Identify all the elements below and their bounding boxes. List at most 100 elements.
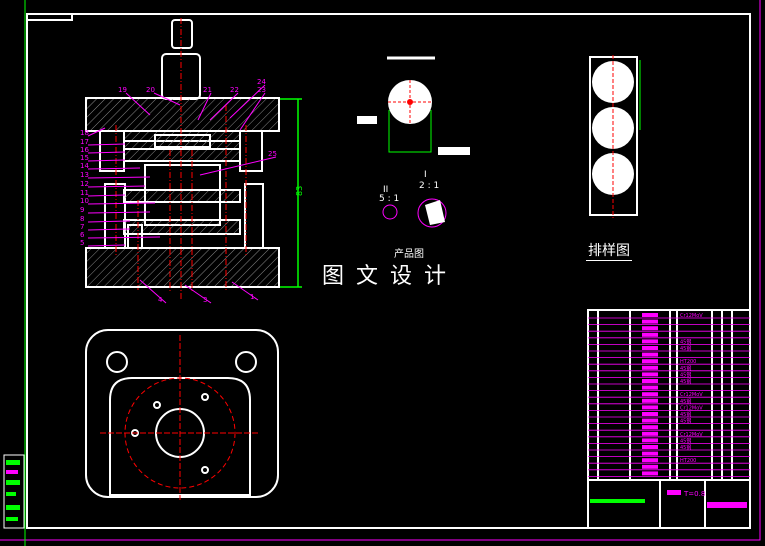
shank-top <box>171 19 193 49</box>
leader-line <box>197 92 212 121</box>
leader-line <box>87 151 126 154</box>
die-plate <box>123 189 241 203</box>
leader-line <box>139 279 167 304</box>
left-strip <box>3 454 25 529</box>
bom-row-name <box>642 332 658 337</box>
part-label: 23 <box>257 86 266 94</box>
detail-1-label: I <box>424 170 427 180</box>
lower-plate <box>123 219 241 235</box>
part-label: 25 <box>268 150 277 158</box>
punch-holder <box>154 134 211 148</box>
bom-row-material: 45钢 <box>680 338 691 345</box>
part-label: 4 <box>158 296 163 304</box>
bom-row-name <box>642 372 658 377</box>
drawing-frame <box>26 13 751 529</box>
leader-line <box>87 159 126 162</box>
bom-row-name <box>642 458 658 463</box>
detail-2-label: II <box>383 185 388 195</box>
leader-line <box>87 176 151 179</box>
bom-row-name <box>642 412 658 416</box>
part-label: 24 <box>257 78 266 86</box>
leader-line <box>87 228 131 231</box>
leader-line <box>87 127 106 137</box>
product-view-title: 产品图 <box>394 247 424 260</box>
upper-die-base <box>85 97 280 132</box>
bom-row-name <box>642 445 658 449</box>
part-label: 17 <box>80 138 89 146</box>
guide-hole-left <box>106 351 128 373</box>
bom-row-name <box>642 398 658 403</box>
lower-base-outline <box>85 329 279 498</box>
leader-line <box>125 92 151 116</box>
bom-row-material: 45钢 <box>680 418 691 425</box>
bom-row-name <box>642 385 658 390</box>
leader-line <box>87 244 126 247</box>
bom-row-name <box>642 464 658 469</box>
leader-line <box>209 92 239 121</box>
leader-line <box>87 236 161 239</box>
product-view <box>357 56 470 228</box>
part-label: 13 <box>80 171 89 179</box>
centerlines <box>115 18 247 300</box>
thickness-value: T=0.8 <box>683 490 705 498</box>
part-label: 18 <box>80 129 89 137</box>
part-label: 3 <box>203 296 207 304</box>
bom-row-material: 45钢 <box>680 365 691 372</box>
bom-row-material: 45钢 <box>680 378 691 385</box>
bom-row-material: HT200 <box>680 359 696 365</box>
bom-row-name <box>642 471 658 476</box>
watermark-text: 图文设计 <box>322 264 459 289</box>
bom-row-material: 45钢 <box>680 371 691 378</box>
part-label: 16 <box>80 146 89 154</box>
leader-line <box>87 220 131 223</box>
bom-row-name <box>642 425 658 430</box>
bom-row-material: Cr12MoV <box>680 432 703 438</box>
punch-die <box>144 164 221 226</box>
bom-row-name <box>642 339 658 344</box>
leader-line <box>87 143 126 146</box>
assembly-section-view <box>85 19 280 288</box>
leader-line <box>229 84 266 119</box>
part-label: 12 <box>80 180 89 188</box>
part-label: 14 <box>80 162 89 170</box>
part-label: 1 <box>250 293 254 301</box>
bom-row-material: Cr12MoV <box>680 392 703 398</box>
guide-right-lower <box>244 183 264 249</box>
guide-left-lower <box>104 183 126 249</box>
bom-row-material: HT200 <box>680 458 696 464</box>
bom-row-material: 45钢 <box>680 345 691 352</box>
leader-line <box>87 194 126 197</box>
frame-tab <box>27 14 73 21</box>
strip-layout-view <box>589 55 641 218</box>
leader-line <box>153 92 181 106</box>
part-label: 21 <box>203 86 212 94</box>
plan-view <box>85 329 279 500</box>
part-label: 7 <box>80 223 84 231</box>
bom-row-name <box>642 431 658 436</box>
part-label: 10 <box>80 197 89 205</box>
bom-row-name <box>642 346 658 350</box>
bom-row-name <box>642 392 658 397</box>
bom-row-material: 45钢 <box>680 444 691 451</box>
bom-row-name <box>642 352 658 357</box>
leader-line <box>199 156 277 176</box>
leader-line <box>87 185 146 188</box>
leader-line <box>87 202 156 205</box>
part-label: 19 <box>118 86 127 94</box>
bom-row-name <box>642 365 658 370</box>
part-label: 15 <box>80 154 89 162</box>
bom-row-name <box>642 326 658 331</box>
bom-row-material: 45钢 <box>680 437 691 444</box>
bom-row-name <box>642 418 658 423</box>
part-label: 6 <box>80 231 85 239</box>
part-label: 11 <box>80 189 89 197</box>
leader-line <box>87 167 141 170</box>
lower-die-base <box>85 247 280 288</box>
bom-row-name <box>642 313 658 317</box>
leader-line <box>87 211 151 214</box>
part-label: 9 <box>80 206 84 214</box>
part-label: 5 <box>80 239 84 247</box>
